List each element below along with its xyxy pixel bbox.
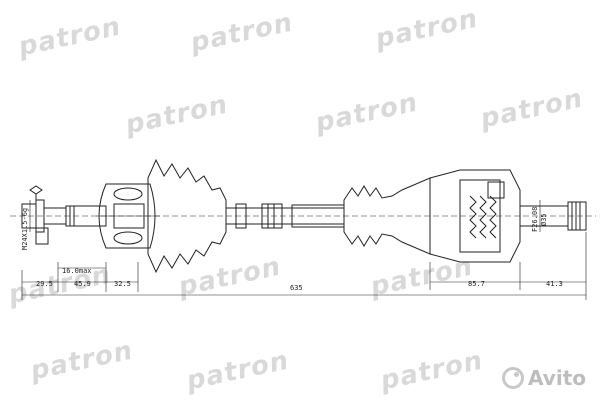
dim-spline-right-inner: Ø35 xyxy=(540,213,548,226)
marketplace-badge: Avito xyxy=(502,366,586,390)
dim-total-length: 635 xyxy=(290,284,303,292)
dimension-lines xyxy=(21,200,587,300)
dim-left-end: 29.5 xyxy=(36,280,53,288)
dim-boot-right: 32.5 xyxy=(114,280,131,288)
right-stub xyxy=(519,201,587,231)
inner-joint-housing xyxy=(429,169,521,263)
marketplace-badge-text: Avito xyxy=(528,366,586,390)
dim-max-offset: 16.0max xyxy=(62,267,92,275)
cv-joint-left xyxy=(96,183,160,249)
boot-left xyxy=(147,158,227,274)
dim-right-end: 41.3 xyxy=(546,280,563,288)
dim-right-joint: 85.7 xyxy=(468,280,485,288)
dim-boot-left: 45.9 xyxy=(74,280,91,288)
left-stub xyxy=(21,185,67,245)
dim-spline-right-outer: F26.08 xyxy=(531,207,539,232)
avito-logo-icon xyxy=(502,367,525,389)
dim-spline-left: M24X1.5-6g xyxy=(21,208,29,250)
